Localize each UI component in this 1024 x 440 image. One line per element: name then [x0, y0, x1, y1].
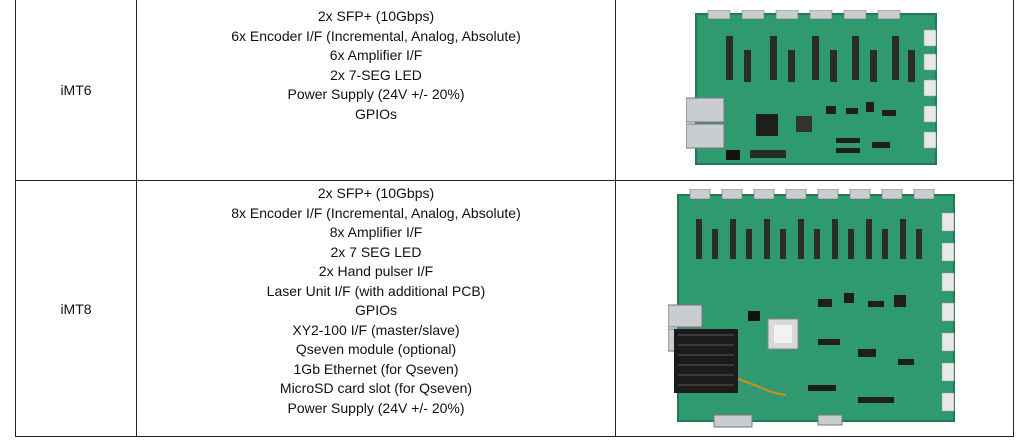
spec-table: iMT6 2x SFP+ (10Gbps) 6x Encoder I/F (In… — [15, 0, 1014, 437]
feature-item: XY2-100 I/F (master/slave) — [292, 321, 460, 338]
feature-item: 8x Amplifier I/F — [329, 224, 423, 240]
table-row: iMT8 2x SFP+ (10Gbps) 8x Encoder I/F (In… — [15, 180, 1014, 437]
pcb-board-image-imt8 — [667, 188, 955, 427]
feature-item: Laser Unit I/F (with additional PCB) — [266, 282, 486, 299]
model-cell: iMT6 — [15, 0, 137, 181]
feature-list: 2x SFP+ (10Gbps) 8x Encoder I/F (Increme… — [137, 181, 615, 418]
feature-item: 2x SFP+ (10Gbps) — [317, 185, 435, 201]
features-cell: 2x SFP+ (10Gbps) 8x Encoder I/F (Increme… — [136, 180, 616, 437]
feature-item: 6x Amplifier I/F — [329, 47, 423, 63]
feature-item: MicroSD card slot (for Qseven) — [279, 380, 473, 396]
feature-item: 2x 7-SEG LED — [330, 66, 422, 83]
feature-item: 2x 7 SEG LED — [330, 243, 422, 260]
table-row: iMT6 2x SFP+ (10Gbps) 6x Encoder I/F (In… — [15, 0, 1014, 181]
feature-item: Qseven module (optional) — [295, 341, 457, 357]
feature-item: 1Gb Ethernet (for Qseven) — [293, 360, 459, 377]
feature-item: 2x Hand pulser I/F — [318, 263, 434, 279]
feature-item: 8x Encoder I/F (Incremental, Analog, Abs… — [231, 204, 521, 221]
pcb-board-image-imt6 — [685, 9, 937, 165]
feature-item: GPIOs — [354, 105, 397, 122]
photo-cell — [615, 180, 1014, 437]
feature-item: GPIOs — [354, 302, 397, 318]
feature-item: Power Supply (24V +/- 20%) — [287, 86, 465, 102]
feature-item: Power Supply (24V +/- 20%) — [287, 399, 465, 416]
features-cell: 2x SFP+ (10Gbps) 6x Encoder I/F (Increme… — [136, 0, 616, 181]
model-cell: iMT8 — [15, 180, 137, 437]
feature-list: 2x SFP+ (10Gbps) 6x Encoder I/F (Increme… — [137, 0, 615, 124]
photo-cell — [615, 0, 1014, 181]
feature-item: 6x Encoder I/F (Incremental, Analog, Abs… — [231, 27, 521, 44]
feature-item: 2x SFP+ (10Gbps) — [317, 8, 435, 24]
